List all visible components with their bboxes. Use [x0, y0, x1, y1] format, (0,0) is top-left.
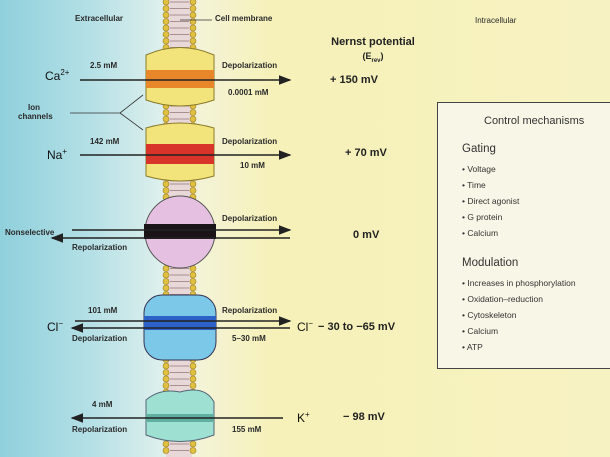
control-title: Control mechanisms — [484, 115, 585, 127]
lipid-head — [189, 187, 197, 194]
lipid-head — [189, 109, 197, 116]
lipid-head — [189, 180, 197, 188]
potassium-channel — [145, 389, 215, 442]
lipid-head — [189, 440, 197, 448]
ca-ion-label: Ca2+ — [45, 68, 70, 83]
lipid-head — [189, 375, 197, 383]
sodium-channel — [145, 122, 215, 182]
lipid-head — [189, 0, 197, 6]
lipid-head — [189, 382, 197, 389]
gating-heading: Gating — [462, 143, 496, 155]
control-mechanisms-box: Control mechanisms Gating • Voltage • Ti… — [437, 102, 610, 369]
lipid-head — [189, 271, 197, 279]
lipid-head — [189, 11, 197, 19]
lipid-head — [162, 271, 170, 279]
nonselective-in-effect: Depolarization — [222, 214, 278, 223]
nonselective-nernst: 0 mV — [353, 229, 380, 241]
modulation-item: • Oxidation–reduction — [462, 294, 543, 304]
lipid-head — [189, 362, 197, 370]
k-out-effect: Repolarization — [72, 425, 128, 434]
lipid-head — [162, 180, 170, 188]
cl-outside-conc: 101 mM — [88, 306, 118, 315]
lipid-head — [162, 284, 170, 292]
extracellular-label: Extracellular — [75, 14, 124, 23]
na-nernst: + 70 mV — [345, 147, 387, 159]
ion-channels-label-2: channels — [18, 112, 53, 121]
lipid-head — [162, 11, 170, 19]
lipid-head — [162, 31, 170, 38]
lipid-head — [162, 375, 170, 383]
lipid-head — [189, 37, 197, 45]
cl-out-effect: Depolarization — [72, 334, 128, 343]
k-outside-conc: 4 mM — [92, 400, 113, 409]
ca-inside-conc: 0.0001 mM — [228, 88, 269, 97]
lipid-head — [162, 115, 170, 123]
lipid-head — [162, 0, 170, 6]
na-effect: Depolarization — [222, 137, 278, 146]
lipid-head — [189, 5, 197, 12]
k-ion-label: K+ — [297, 410, 310, 425]
lipid-head — [162, 362, 170, 370]
cell-membrane-label: Cell membrane — [215, 14, 273, 23]
lipid-head — [162, 440, 170, 448]
k-inside-conc: 155 mM — [232, 425, 262, 434]
gating-item: • Calcium — [462, 228, 499, 238]
modulation-item: • Calcium — [462, 326, 499, 336]
nonselective-out-effect: Repolarization — [72, 243, 128, 252]
lipid-head — [189, 31, 197, 38]
cl-in-effect: Repolarization — [222, 306, 278, 315]
nernst-subtitle: (Erev) — [362, 51, 384, 64]
intracellular-label: Intracellular — [475, 16, 517, 25]
lipid-head — [162, 37, 170, 45]
ca-nernst: + 150 mV — [330, 74, 379, 86]
lipid-head — [189, 115, 197, 123]
na-inside-conc: 10 mM — [240, 161, 265, 170]
lipid-head — [162, 278, 170, 285]
lipid-head — [162, 109, 170, 116]
gating-item: • Voltage — [462, 164, 496, 174]
calcium-channel — [145, 47, 215, 107]
modulation-item: • ATP — [462, 342, 483, 352]
gating-item: • Time — [462, 180, 486, 190]
ca-effect: Depolarization — [222, 61, 278, 70]
ion-channels-pointer — [70, 19, 212, 131]
ion-channels-label: Ion — [28, 103, 40, 112]
lipid-head — [162, 5, 170, 12]
na-ion-label: Na+ — [47, 147, 68, 162]
nernst-title: Nernst potential — [331, 36, 415, 48]
lipid-head — [162, 24, 170, 32]
lipid-head — [189, 369, 197, 376]
nonselective-channel — [144, 195, 216, 269]
modulation-item: • Cytoskeleton — [462, 310, 517, 320]
lipid-head — [189, 24, 197, 32]
lipid-head — [189, 447, 197, 454]
lipid-head — [162, 382, 170, 389]
lipid-head — [162, 369, 170, 376]
gating-item: • Direct agonist — [462, 196, 520, 206]
cl-in-ion-label: Cl− — [297, 319, 314, 334]
cl-nernst: − 30 to −65 mV — [318, 321, 396, 333]
lipid-head — [162, 447, 170, 454]
nonselective-label: Nonselective — [5, 228, 55, 237]
modulation-heading: Modulation — [462, 257, 519, 269]
lipid-head — [162, 18, 170, 25]
gating-item: • G protein — [462, 212, 503, 222]
lipid-head — [189, 278, 197, 285]
lipid-head — [162, 187, 170, 194]
k-nernst: − 98 mV — [343, 411, 385, 423]
modulation-item: • Increases in phosphorylation — [462, 278, 576, 288]
lipid-head — [189, 284, 197, 292]
lipid-head — [189, 18, 197, 25]
ca-outside-conc: 2.5 mM — [90, 61, 118, 70]
na-outside-conc: 142 mM — [90, 137, 120, 146]
flux-arrows — [50, 75, 292, 423]
cl-inside-conc: 5–30 mM — [232, 334, 266, 343]
cl-ion-label: Cl− — [47, 319, 64, 334]
